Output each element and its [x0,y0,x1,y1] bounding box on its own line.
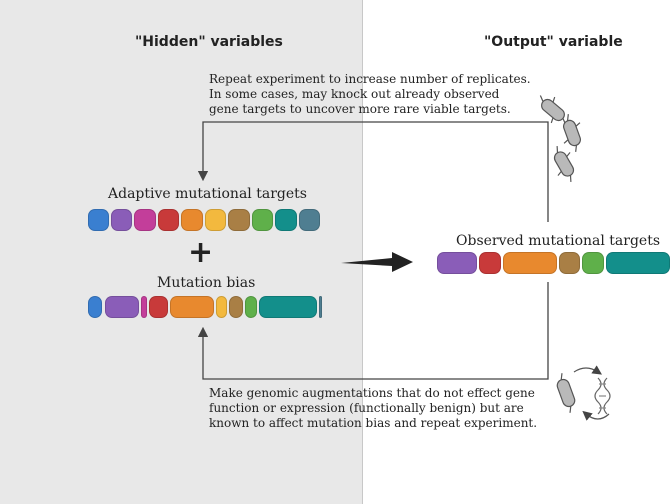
top-note-line: Repeat experiment to increase number of … [209,72,531,86]
gene-segment [559,252,580,274]
gene-segment [275,209,297,231]
gene-segment [88,209,109,231]
gene-segment [252,209,273,231]
mutation-bias-label: Mutation bias [157,275,256,291]
adaptive-targets-label: Adaptive mutational targets [108,186,307,202]
arrow-right-icon [341,252,413,272]
top-loop-arrow [197,121,549,222]
gene-segment [245,296,257,318]
plus-sign: + [188,235,214,270]
gene-segment [582,252,604,274]
gene-segment [216,296,227,318]
mutation-bias-bar [88,296,322,318]
gene-segment [158,209,179,231]
output-variable-heading: "Output" variable [484,34,623,50]
adaptive-targets-bar [88,209,320,231]
gene-segment [437,252,477,274]
gene-segment [228,209,250,231]
top-note: Repeat experiment to increase number of … [209,72,531,117]
top-note-line: gene targets to uncover more rare viable… [209,102,511,116]
gene-segment [170,296,214,318]
gene-segment [149,296,168,318]
bottom-note-line: Make genomic augmentations that do not e… [209,386,535,400]
gene-segment [259,296,317,318]
bacteria-dna-cycle-icon [556,365,611,421]
gene-segment [181,209,203,231]
gene-segment [606,252,670,274]
bottom-note: Make genomic augmentations that do not e… [209,386,537,431]
gene-segment [299,209,320,231]
bottom-note-line: function or expression (functionally ben… [209,401,524,415]
gene-segment [105,296,139,318]
gene-segment [134,209,156,231]
top-note-line: In some cases, may knock out already obs… [209,87,500,101]
gene-segment [141,296,147,318]
gene-segment [88,296,102,318]
gene-segment [111,209,132,231]
gene-segment [503,252,557,274]
bottom-note-line: known to affect mutation bias and repeat… [209,416,538,430]
gene-segment [319,296,322,318]
gene-segment [229,296,243,318]
hidden-variables-panel [0,0,363,504]
gene-segment [479,252,501,274]
observed-targets-bar [437,252,671,274]
hidden-variables-heading: "Hidden" variables [135,34,283,50]
bottom-loop-arrow [197,282,549,380]
observed-targets-label: Observed mutational targets [456,233,661,249]
bacteria-cluster-icon [539,95,581,182]
gene-segment [205,209,226,231]
